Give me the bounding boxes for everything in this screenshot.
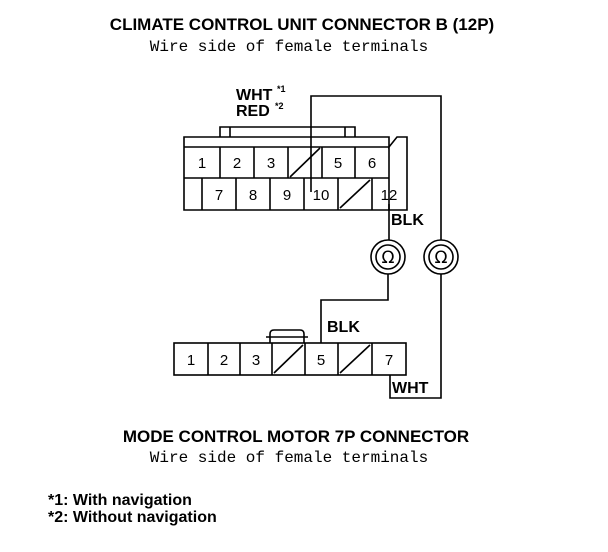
pin-m-3: 3 [252,352,260,369]
pin-m-1: 1 [187,352,195,369]
pin-b-2: 2 [233,155,241,172]
pin-b-12: 12 [381,187,398,204]
wht-red-wire [310,95,442,240]
pin-b-5: 5 [334,155,342,172]
motor-connector-title: MODE CONTROL MOTOR 7P CONNECTOR [123,427,469,446]
wht-label: WHT [236,87,273,104]
wht-wire-lower [389,274,442,399]
pin-b-1: 1 [198,155,206,172]
footnote-1: *1: With navigation [48,492,192,509]
motor-connector-subtitle: Wire side of female terminals [150,449,428,467]
pin-b-6: 6 [368,155,376,172]
ohmmeter-left-inner [375,244,401,270]
empty-cavity-6 [339,344,371,374]
blk-wire-lower [320,274,389,357]
pin-b-8: 8 [249,187,257,204]
ohmmeter-right-inner [428,244,454,270]
wht-label-lower: WHT [392,380,429,397]
wht-red-label: WHT *1 RED *2 [236,84,286,120]
omega-icon: Ω [435,248,448,268]
motor-connector-latch [269,329,305,343]
red-sup: *2 [275,101,284,111]
empty-cavity-4 [289,147,321,178]
ohmmeter-left: Ω [370,239,406,275]
connector-b-title: CLIMATE CONTROL UNIT CONNECTOR B (12P) [110,15,494,34]
pin-m-2: 2 [220,352,228,369]
footnote-2: *2: Without navigation [48,509,217,526]
motor-connector: 1 2 3 5 7 [173,329,407,376]
pin-m-7: 7 [385,352,393,369]
connector-b: 1 2 3 5 6 7 8 9 10 12 [183,126,408,211]
connector-b-latch [219,126,356,137]
connector-b-body [183,136,408,211]
omega-icon: Ω [382,248,395,268]
pin-b-10: 10 [313,187,330,204]
empty-cavity-4 [273,344,304,374]
pin-b-3: 3 [267,155,275,172]
red-label: RED [236,103,270,120]
ohmmeter-right: Ω [423,239,459,275]
empty-cavity-11 [339,179,371,209]
blk-label-lower: BLK [327,319,360,336]
connector-b-subtitle: Wire side of female terminals [150,38,428,56]
pin-b-7: 7 [215,187,223,204]
pin-m-5: 5 [317,352,325,369]
wht-sup: *1 [277,84,286,94]
pin-b-9: 9 [283,187,291,204]
blk-label-upper: BLK [391,212,424,229]
